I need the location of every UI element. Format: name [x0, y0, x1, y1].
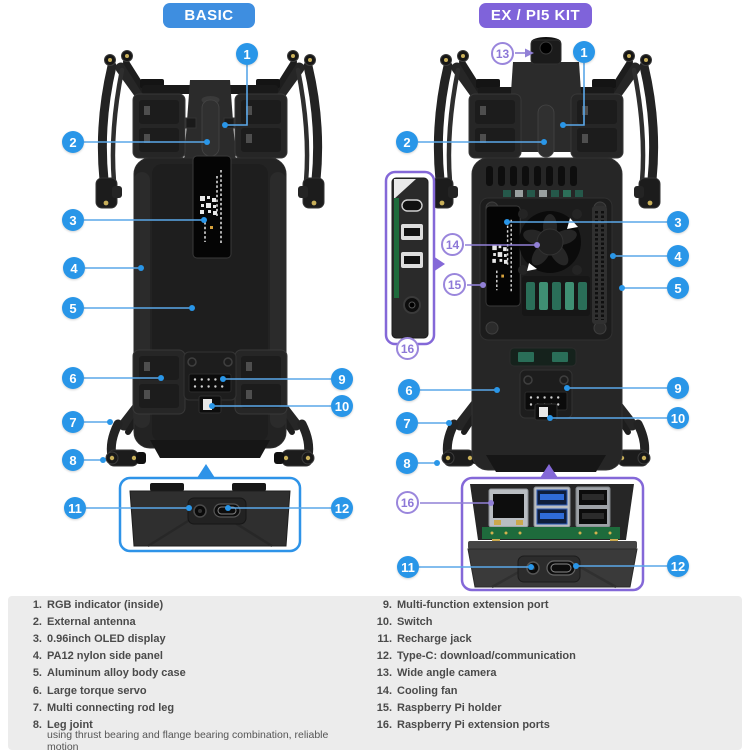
basic-kit-badge: BASIC: [163, 3, 255, 28]
legend-item-8-note: using thrust bearing and flange bearing …: [47, 729, 329, 750]
ex-rear-inset: [460, 464, 645, 592]
legend-item-7: 7.Multi connecting rod leg: [32, 701, 175, 714]
legend-item-15: 15.Raspberry Pi holder: [376, 701, 502, 714]
legend-item-11: 11.Recharge jack: [377, 632, 472, 645]
callout-basic-1: 1: [236, 43, 258, 65]
callout-ex-15: 15: [443, 273, 466, 296]
callout-ex-6: 6: [398, 379, 420, 401]
basic-rear-inset: [118, 464, 302, 553]
robot-illustration: [84, 37, 667, 592]
callout-ex-14: 14: [441, 233, 464, 256]
leader-dots-blue: [100, 122, 625, 570]
callout-basic-10: 10: [331, 395, 353, 417]
callout-ex-1: 1: [573, 41, 595, 63]
callout-basic-4: 4: [63, 257, 85, 279]
leader-dots-purple: [480, 48, 540, 506]
leader-lines-purple: [420, 52, 535, 504]
callout-ex-12: 12: [667, 555, 689, 577]
legend-item-13: 13.Wide angle camera: [376, 667, 497, 680]
callout-ex-4: 4: [667, 245, 689, 267]
legend-item-9: 9.Multi-function extension port: [382, 598, 549, 611]
callout-ex-16-side: 16: [396, 337, 419, 360]
robot-ex: [432, 37, 660, 472]
callout-basic-7: 7: [62, 411, 84, 433]
callout-ex-13: 13: [491, 42, 514, 65]
callout-ex-11: 11: [397, 556, 419, 578]
legend-item-1: 1.RGB indicator (inside): [32, 598, 164, 611]
legend-item-10: 10.Switch: [376, 615, 433, 628]
callout-basic-12: 12: [331, 497, 353, 519]
callout-basic-2: 2: [62, 131, 84, 153]
ex-pi5-kit-badge: EX / PI5 KIT: [479, 3, 592, 28]
callout-basic-5: 5: [62, 297, 84, 319]
callout-ex-3: 3: [667, 211, 689, 233]
robot-basic: [96, 51, 324, 467]
callout-basic-8: 8: [62, 449, 84, 471]
legend-item-2: 2.External antenna: [32, 615, 136, 628]
callout-ex-16-rear: 16: [396, 491, 419, 514]
callout-basic-11: 11: [64, 497, 86, 519]
callout-ex-8: 8: [396, 452, 418, 474]
callout-ex-9: 9: [667, 377, 689, 399]
ex-side-ports-inset: [384, 170, 445, 346]
parts-legend: 1.RGB indicator (inside) 2.External ante…: [8, 596, 742, 750]
legend-item-12: 12.Type-C: download/communication: [376, 650, 576, 663]
callout-basic-3: 3: [62, 209, 84, 231]
legend-item-6: 6.Large torque servo: [32, 684, 147, 697]
legend-item-14: 14.Cooling fan: [376, 684, 458, 697]
legend-item-8: 8.Leg joint: [32, 718, 93, 731]
callout-ex-10: 10: [667, 407, 689, 429]
legend-item-3: 3.0.96inch OLED display: [32, 632, 166, 645]
legend-item-4: 4.PA12 nylon side panel: [32, 650, 163, 663]
callout-basic-9: 9: [331, 368, 353, 390]
legend-item-16: 16.Raspberry Pi extension ports: [376, 718, 550, 731]
leader-lines-blue: [84, 63, 667, 568]
legend-column-basic: 1.RGB indicator (inside) 2.External ante…: [8, 596, 358, 750]
callout-ex-2: 2: [396, 131, 418, 153]
callout-ex-5: 5: [667, 277, 689, 299]
callout-ex-7: 7: [396, 412, 418, 434]
legend-column-ex: 9.Multi-function extension port 10.Switc…: [360, 596, 740, 734]
legend-item-5: 5.Aluminum alloy body case: [32, 667, 186, 680]
callout-basic-6: 6: [62, 367, 84, 389]
